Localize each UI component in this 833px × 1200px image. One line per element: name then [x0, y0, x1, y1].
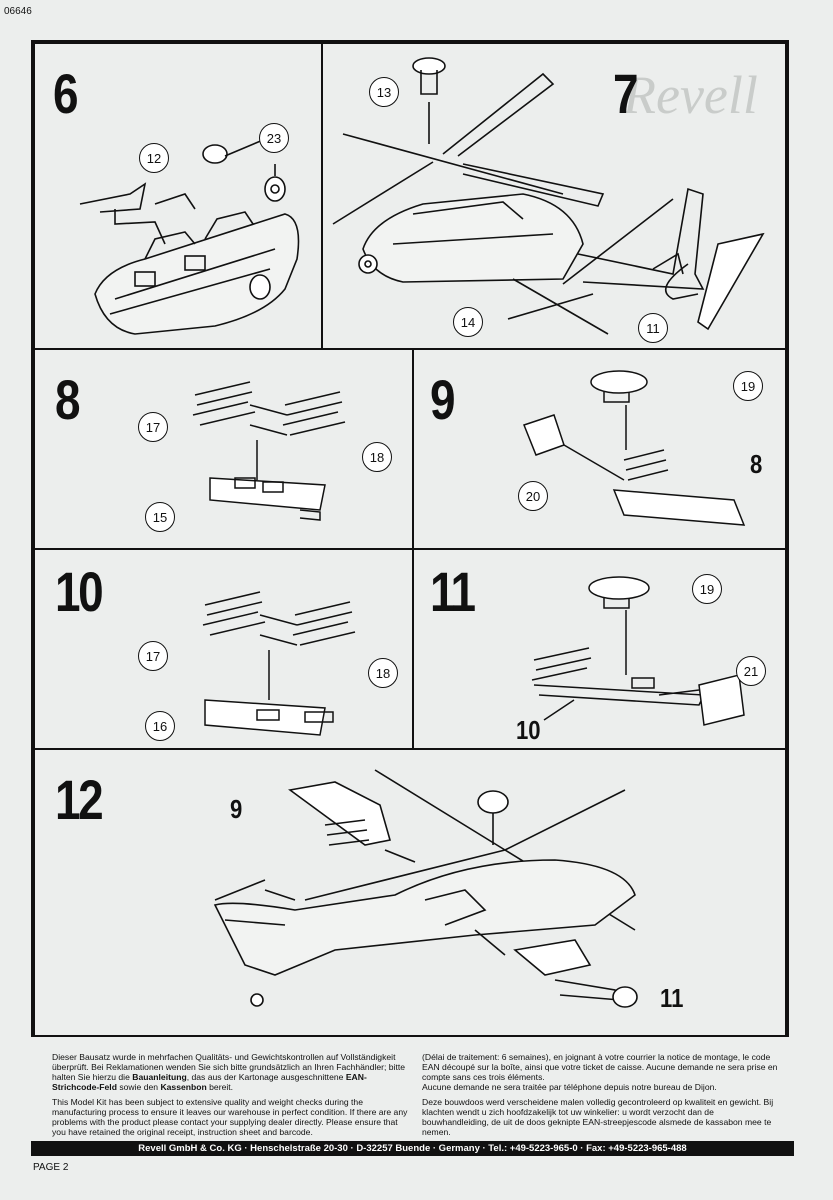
part-callout: 12 [139, 143, 169, 173]
assembly-ref: 9 [230, 794, 243, 824]
step-6-panel: 6 12 23 [33, 42, 323, 350]
assembly-ref: 11 [660, 983, 684, 1013]
step-8-panel: 8 17 18 15 [33, 348, 414, 550]
part-callout: 16 [145, 711, 175, 741]
page-number: PAGE 2 [33, 1162, 69, 1173]
part-callout: 19 [733, 371, 763, 401]
step-12-helicopter-drawing [213, 769, 638, 1008]
step-10-number: 10 [55, 560, 104, 623]
part-callout: 18 [368, 658, 398, 688]
step-8-number: 8 [55, 368, 81, 431]
customer-notice-right: (Délai de traitement: 6 semaines), en jo… [422, 1052, 782, 1142]
notice-dutch: Deze bouwdoos werd verscheidene malen vo… [422, 1097, 774, 1137]
step-10-panel: 10 17 18 16 [33, 548, 414, 750]
step-9-panel: 9 19 20 8 [412, 348, 787, 550]
step-8-weapon-pylon-drawing [192, 381, 346, 521]
part-callout: 18 [362, 442, 392, 472]
step-12-panel: 12 9 11 [33, 748, 787, 1037]
step-7-helicopter-drawing [332, 57, 765, 335]
step-12-number: 12 [55, 768, 104, 831]
step-6-cockpit-drawing [79, 139, 300, 335]
notice-french-2: Aucune demande ne sera traitée par télép… [422, 1082, 717, 1092]
part-callout: 20 [518, 481, 548, 511]
step-7-panel: Revell 7 [321, 42, 787, 350]
step-9-number: 9 [430, 368, 456, 431]
revell-watermark: Revell [623, 65, 758, 125]
instruction-frame: 6 12 23 Re [31, 40, 789, 1037]
step-10-weapon-pylon-drawing [202, 591, 356, 736]
part-callout: 17 [138, 641, 168, 671]
notice-german: Dieser Bausatz wurde in mehrfachen Quali… [52, 1052, 406, 1092]
notice-french: (Délai de traitement: 6 semaines), en jo… [422, 1052, 778, 1082]
step-11-pylon-drawing [531, 576, 745, 726]
part-callout: 23 [259, 123, 289, 153]
assembly-ref: 8 [750, 449, 763, 479]
part-callout: 11 [638, 313, 668, 343]
step-6-number: 6 [53, 62, 79, 125]
step-11-number: 11 [430, 560, 476, 623]
customer-notice-left: Dieser Bausatz wurde in mehrfachen Quali… [52, 1052, 408, 1142]
part-callout: 21 [736, 656, 766, 686]
assembly-ref: 10 [516, 715, 541, 745]
part-callout: 14 [453, 307, 483, 337]
step-11-panel: 11 19 21 10 [412, 548, 787, 750]
part-callout: 15 [145, 502, 175, 532]
company-footer-bar: Revell GmbH & Co. KG · Henschelstraße 20… [31, 1141, 794, 1156]
notice-english: This Model Kit has been subject to exten… [52, 1097, 408, 1137]
part-callout: 17 [138, 412, 168, 442]
part-callout: 19 [692, 574, 722, 604]
part-callout: 13 [369, 77, 399, 107]
step-9-pylon-drawing [523, 370, 746, 526]
document-code: 06646 [4, 6, 32, 17]
step-7-number: 7 [613, 62, 639, 125]
